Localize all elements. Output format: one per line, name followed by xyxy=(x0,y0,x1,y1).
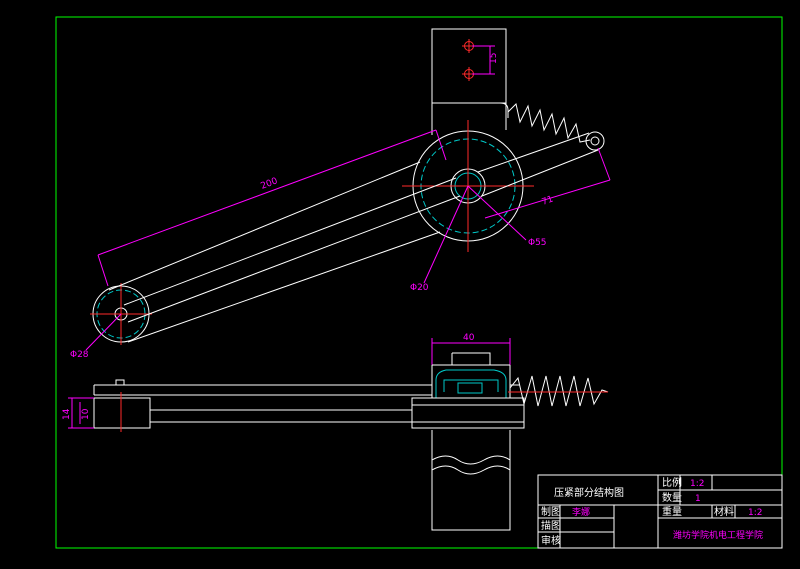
tb-quantity-value: 1 xyxy=(695,494,701,504)
lever-arm xyxy=(108,132,599,343)
tb-drawing-title: 压紧部分结构图 xyxy=(554,486,624,499)
tb-check-label: 审核 xyxy=(541,534,561,547)
bolt-holes xyxy=(462,39,495,81)
spring-front xyxy=(509,375,609,407)
dim-wheel-dia: Φ55 xyxy=(528,238,547,248)
bracket-plate xyxy=(431,28,507,135)
hub-core xyxy=(457,382,483,394)
hub-housing xyxy=(435,369,507,398)
hub-inner xyxy=(443,379,499,392)
tb-school: 潍坊学院机电工程学院 xyxy=(673,529,763,541)
bracket-front-lower xyxy=(431,430,511,531)
tb-scale-label: 比例 xyxy=(662,476,682,489)
dim-right-arm xyxy=(484,147,611,219)
bracket-ledge xyxy=(432,102,509,118)
dim-small-wheel-dia: Φ28 xyxy=(70,350,89,360)
title-block xyxy=(537,474,783,549)
dim-width: 40 xyxy=(463,333,475,343)
spring-hook-outer xyxy=(585,131,605,151)
dim-height-14: 14 xyxy=(62,408,72,420)
break-line-2 xyxy=(431,465,511,475)
dim-arm-length xyxy=(97,129,447,287)
dim-heights xyxy=(68,397,94,429)
tb-scale-value: 1:2 xyxy=(690,479,704,489)
dim-hole-spacing: 15 xyxy=(489,53,499,64)
tb-material-label: 材料 xyxy=(714,505,734,518)
tb-weight-label: 重量 xyxy=(662,505,682,518)
tb-material-value: 1:2 xyxy=(748,508,762,518)
dim-height-10: 10 xyxy=(81,408,91,420)
front-view: 40 xyxy=(62,333,609,531)
tb-drawn-label: 制图 xyxy=(541,505,561,518)
tb-draw-label: 描图 xyxy=(541,519,561,532)
dim-right-arm-text: 71 xyxy=(541,195,555,208)
break-line-1 xyxy=(431,455,511,465)
dim-hub-dia: Φ20 xyxy=(410,283,429,293)
sheet-border xyxy=(55,16,783,549)
leader-lines xyxy=(85,185,527,351)
arm-bars xyxy=(93,379,525,432)
top-view: 15 xyxy=(70,28,611,360)
spring-top xyxy=(507,103,591,143)
large-wheel xyxy=(402,120,534,252)
tb-quantity-label: 数量 xyxy=(662,491,682,504)
tb-drawn-name: 李娜 xyxy=(572,506,590,518)
spring-hook-inner xyxy=(590,136,600,146)
bracket-front-upper xyxy=(431,352,511,398)
